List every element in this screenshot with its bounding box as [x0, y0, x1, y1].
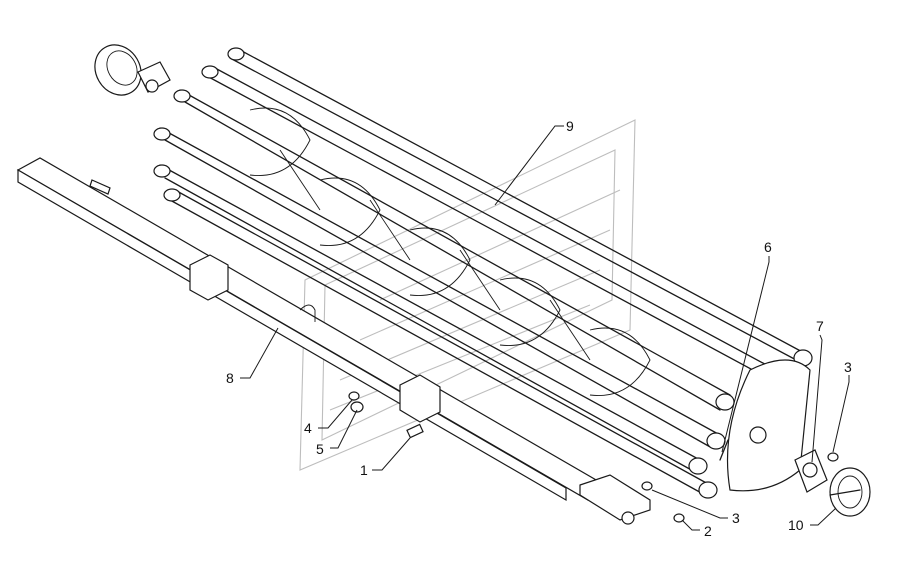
- callout-8: 8: [226, 370, 234, 386]
- callout-5: 5: [316, 441, 324, 457]
- bearing-flange-right: [794, 449, 828, 493]
- bearing-cap-left: [94, 44, 171, 96]
- callout-7: 7: [816, 318, 824, 334]
- callout-6: 6: [764, 239, 772, 255]
- callout-1: 1: [360, 462, 368, 478]
- callout-10: 10: [788, 517, 804, 533]
- callout-2: 2: [704, 523, 712, 539]
- roller-cage: [153, 47, 813, 499]
- callout-4: 4: [304, 420, 312, 436]
- bearing-cap-right: [829, 467, 871, 517]
- leader-lines: [240, 125, 850, 531]
- callout-9: 9: [566, 118, 574, 134]
- frame-beam: [16, 157, 651, 525]
- callout-3-bottom: 3: [732, 510, 740, 526]
- small-parts: [348, 391, 839, 523]
- callout-3-right: 3: [844, 359, 852, 375]
